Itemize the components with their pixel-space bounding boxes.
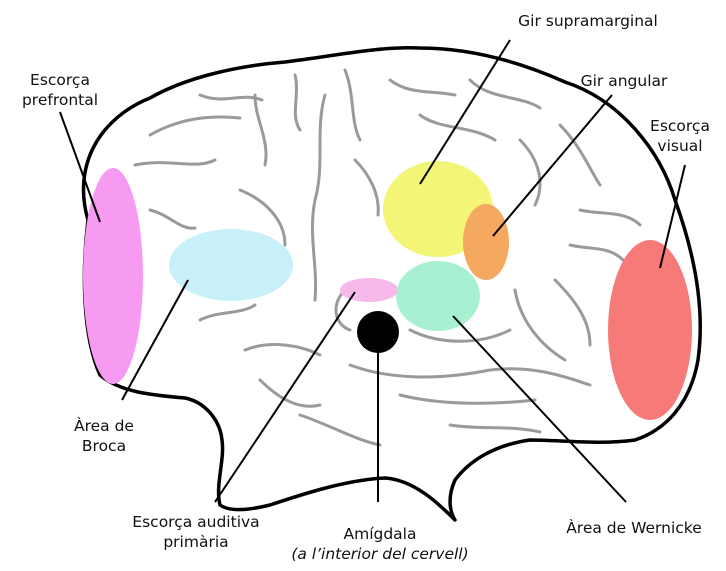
label-visual-cortex: Escorça visual — [637, 116, 723, 156]
label-auditory-line2: primària — [111, 532, 281, 552]
label-auditory-line1: Escorça auditiva — [111, 512, 281, 532]
label-supramarginal-gyrus: Gir supramarginal — [498, 11, 678, 31]
angular-gyrus-region — [463, 204, 509, 280]
label-wernicke-area: Àrea de Wernicke — [546, 518, 722, 538]
visual-cortex-region — [608, 240, 692, 420]
label-broca-area: Àrea de Broca — [54, 416, 154, 456]
label-broca-line2: Broca — [54, 436, 154, 456]
auditory-cortex-region — [340, 278, 398, 302]
label-amygdala-line1: Amígdala — [280, 524, 480, 544]
label-auditory-cortex: Escorça auditiva primària — [111, 512, 281, 552]
label-prefrontal-cortex: Escorça prefrontal — [12, 70, 108, 110]
label-prefrontal-line2: prefrontal — [12, 90, 108, 110]
label-supramarginal-text: Gir supramarginal — [498, 11, 678, 31]
broca-area-region — [169, 229, 293, 301]
label-wernicke-text: Àrea de Wernicke — [546, 518, 722, 538]
label-visual-line2: visual — [637, 136, 723, 156]
wernicke-area-region — [396, 261, 480, 331]
label-amygdala: Amígdala (a l’interior del cervell) — [280, 524, 480, 564]
label-amygdala-line2: (a l’interior del cervell) — [280, 544, 480, 564]
label-angular-gyrus: Gir angular — [565, 71, 683, 91]
label-broca-line1: Àrea de — [54, 416, 154, 436]
label-visual-line1: Escorça — [637, 116, 723, 136]
label-prefrontal-line1: Escorça — [12, 70, 108, 90]
label-angular-text: Gir angular — [565, 71, 683, 91]
